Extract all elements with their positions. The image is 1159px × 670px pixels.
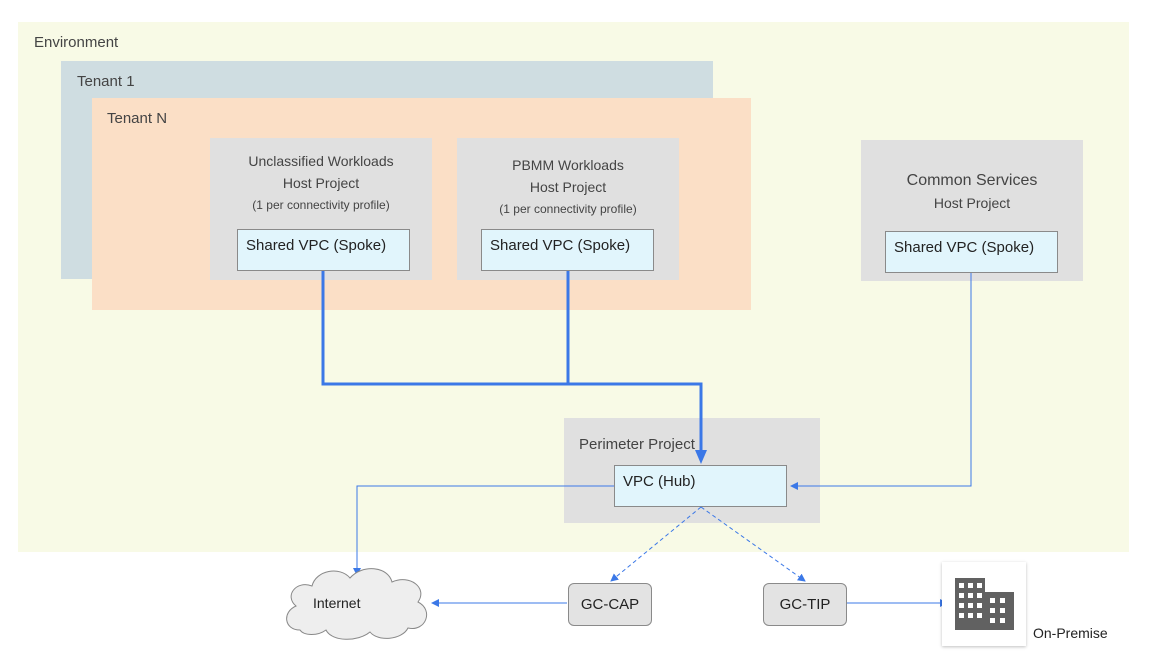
pbmm-shared-vpc[interactable]: Shared VPC (Spoke) xyxy=(481,229,654,271)
environment-label: Environment xyxy=(34,34,119,51)
gc-tip-node[interactable]: GC-TIP xyxy=(763,583,847,626)
hub-arrow-head xyxy=(695,450,707,464)
hub-to-gc-cap-line xyxy=(610,506,702,582)
unclassified-title: Unclassified Workloads xyxy=(248,153,394,169)
unclassified-to-hub-line xyxy=(321,271,703,457)
tenant-1-label: Tenant 1 xyxy=(77,73,135,90)
internet-label: Internet xyxy=(313,595,361,611)
hub-to-gc-tip-line xyxy=(700,506,806,582)
pbmm-subtitle: Host Project xyxy=(529,179,607,195)
common-to-hub-line xyxy=(790,273,972,490)
unclassified-note: (1 per connectivity profile) xyxy=(252,198,390,212)
building-icon xyxy=(942,562,1026,646)
perimeter-project-label: Perimeter Project xyxy=(579,436,695,453)
common-services-shared-vpc[interactable]: Shared VPC (Spoke) xyxy=(885,231,1058,273)
unclassified-shared-vpc[interactable]: Shared VPC (Spoke) xyxy=(237,229,410,271)
on-premise-label: On-Premise xyxy=(1033,625,1108,641)
hub-vpc[interactable]: VPC (Hub) xyxy=(614,465,787,507)
pbmm-note: (1 per connectivity profile) xyxy=(499,202,637,216)
gc-cap-node[interactable]: GC-CAP xyxy=(568,583,652,626)
cloud-icon xyxy=(286,568,428,640)
pbmm-title: PBMM Workloads xyxy=(512,157,624,173)
tenant-n-label: Tenant N xyxy=(107,110,168,127)
common-services-title: Common Services xyxy=(906,172,1038,189)
common-services-subtitle: Host Project xyxy=(933,195,1011,211)
unclassified-subtitle: Host Project xyxy=(282,175,360,191)
hub-to-internet-line xyxy=(353,485,614,576)
